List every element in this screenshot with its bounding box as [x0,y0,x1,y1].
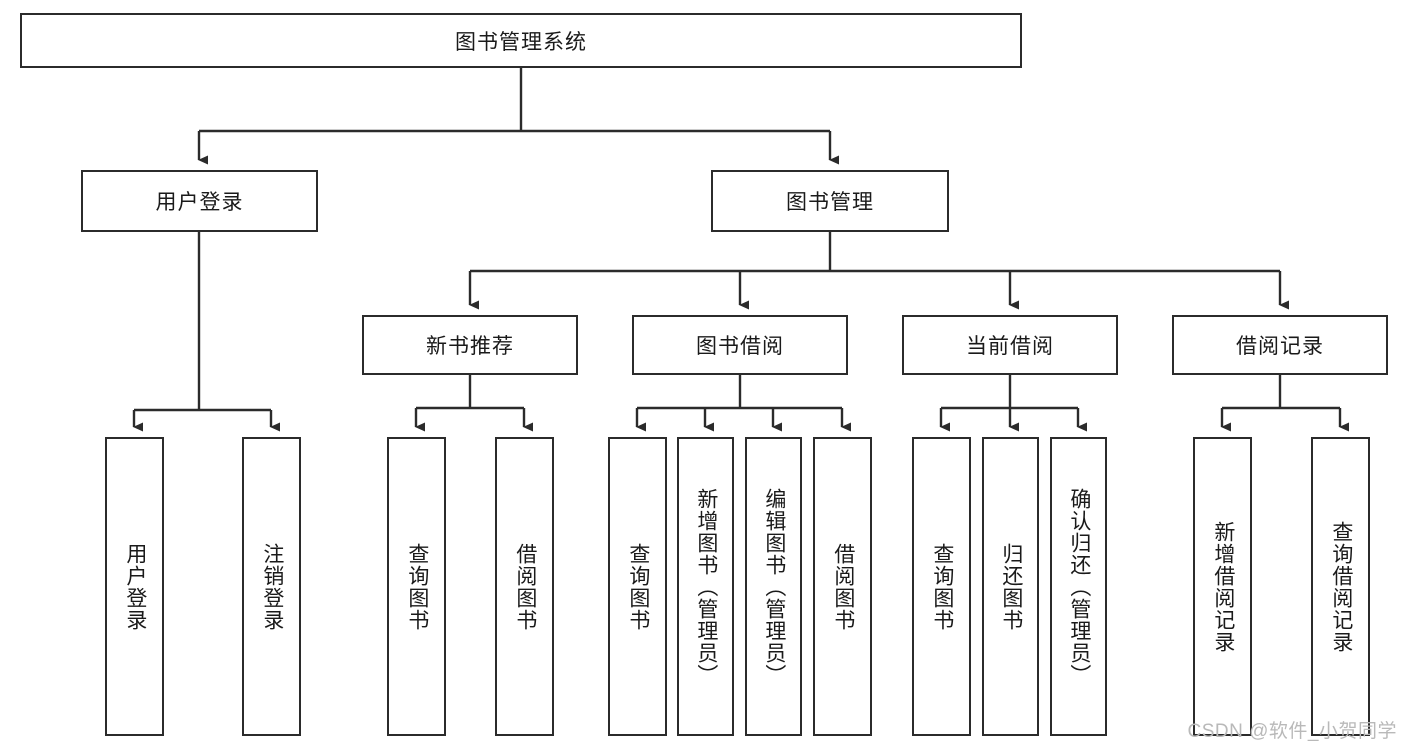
leaf-current-confirm-return-admin[interactable]: 确认归还（管理员） [1050,437,1107,736]
node-label: 用户登录 [155,191,244,214]
node-root-book-management-system[interactable]: 图书管理系统 [20,13,1022,68]
node-current-borrow[interactable]: 当前借阅 [902,315,1118,375]
node-label: 注销登录 [260,542,284,631]
node-label: 图书借阅 [696,335,784,358]
node-label: 当前借阅 [966,335,1054,358]
node-borrow-record[interactable]: 借阅记录 [1172,315,1388,375]
node-book-borrow[interactable]: 图书借阅 [632,315,848,375]
node-label: 确认归还（管理员） [1067,487,1091,686]
leaf-record-query-record[interactable]: 查询借阅记录 [1311,437,1370,736]
node-label: 编辑图书（管理员） [762,487,786,686]
leaf-borrow-borrow-book[interactable]: 借阅图书 [813,437,872,736]
node-label: 用户登录 [123,542,147,631]
leaf-borrow-query-book[interactable]: 查询图书 [608,437,667,736]
node-label: 新增借阅记录 [1211,520,1235,653]
node-label: 查询借阅记录 [1329,520,1353,653]
node-label: 图书管理系统 [455,30,587,54]
node-label: 借阅记录 [1236,335,1324,358]
leaf-recommend-query-book[interactable]: 查询图书 [387,437,446,736]
leaf-current-query-book[interactable]: 查询图书 [912,437,971,736]
node-label: 新书推荐 [426,335,514,358]
node-book-management[interactable]: 图书管理 [711,170,949,232]
leaf-borrow-add-book-admin[interactable]: 新增图书（管理员） [677,437,734,736]
node-label: 查询图书 [405,542,429,631]
node-label: 查询图书 [930,542,954,631]
leaf-borrow-edit-book-admin[interactable]: 编辑图书（管理员） [745,437,802,736]
node-label: 借阅图书 [513,542,537,631]
node-label: 借阅图书 [831,542,855,631]
leaf-recommend-borrow-book[interactable]: 借阅图书 [495,437,554,736]
node-new-book-recommend[interactable]: 新书推荐 [362,315,578,375]
node-user-login[interactable]: 用户登录 [81,170,318,232]
node-label: 查询图书 [626,542,650,631]
leaf-user-login-login[interactable]: 用户登录 [105,437,164,736]
leaf-record-add-record[interactable]: 新增借阅记录 [1193,437,1252,736]
leaf-current-return-book[interactable]: 归还图书 [982,437,1039,736]
node-label: 图书管理 [786,191,874,214]
leaf-user-login-logout[interactable]: 注销登录 [242,437,301,736]
node-label: 新增图书（管理员） [694,487,718,686]
watermark-text: CSDN @软件_小贺同学 [1187,721,1397,742]
node-label: 归还图书 [999,542,1023,631]
